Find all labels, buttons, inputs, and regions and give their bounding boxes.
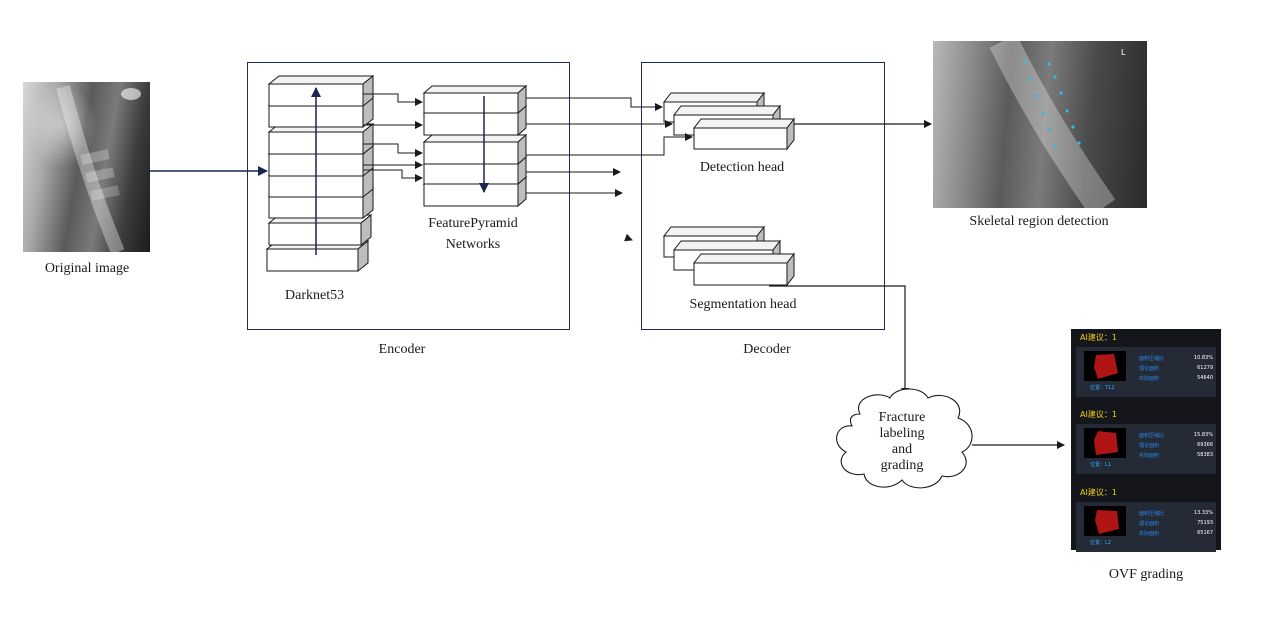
fpn-layer-stack: [422, 84, 528, 208]
metric-row: 理论面积 75193: [1139, 520, 1213, 530]
fpn-to-head-connectors: [526, 97, 693, 197]
ovf-card: 位置：L1 面积压缩比 15.83% 理论面积 69366 实际面积 58383: [1076, 424, 1216, 474]
ovf-grading-label: OVF grading: [1108, 567, 1184, 582]
segmentation-head-label: Segmentation head: [689, 297, 797, 312]
metric-value: 54640: [1197, 375, 1213, 381]
darknet-layer: [267, 122, 375, 156]
detection-head-layers: [662, 91, 796, 151]
vertebra-segmentation-thumbnail: [1084, 428, 1126, 458]
fpn-label-line1: FeaturePyramid: [428, 216, 518, 231]
ovf-section: AI建议：1 位置：L2 面积压缩比 13.33% 理论面积 75193 实际面积 6…: [1071, 484, 1221, 558]
metric-key: 面积压缩比: [1139, 511, 1165, 517]
ovf-section: AI建议：1 位置：L1 面积压缩比 15.83% 理论面积 69366 实际面积 5…: [1071, 406, 1221, 480]
darknet-layer-stack: [265, 74, 375, 273]
skeletal-detection-xray-image: L: [933, 41, 1147, 208]
metric-key: 实际面积: [1139, 453, 1160, 459]
cloud-text: Fracture labeling and grading: [850, 410, 954, 474]
metric-key: 实际面积: [1139, 531, 1160, 537]
cloud-line: and: [891, 442, 913, 457]
encoder-label: Encoder: [378, 342, 426, 357]
original-xray-image: [23, 82, 150, 252]
metric-value: 13.33%: [1193, 510, 1213, 516]
svg-text:L: L: [1121, 48, 1126, 57]
segmentation-head-layer: [692, 252, 796, 287]
metric-value: 75193: [1197, 520, 1213, 526]
vertebra-position: 位置：L2: [1090, 540, 1111, 546]
metric-row: 面积压缩比 15.83%: [1139, 432, 1213, 442]
metric-row: 面积压缩比 10.83%: [1139, 355, 1213, 365]
metric-key: 实际面积: [1139, 376, 1160, 382]
decoder-label: Decoder: [743, 342, 791, 357]
detection-head-label: Detection head: [699, 160, 785, 175]
fpn-layer: [422, 84, 528, 115]
vertebra-position: 位置：T12: [1090, 385, 1115, 391]
vertebra-segmentation-thumbnail: [1084, 351, 1126, 381]
encoder-box: [247, 62, 570, 330]
decoder-box: [641, 62, 885, 330]
metric-value: 10.83%: [1193, 355, 1213, 361]
ai-suggestion-header: AI建议：1: [1080, 488, 1117, 497]
cloud-line: Fracture: [878, 410, 926, 425]
darknet-to-fpn-connectors: [363, 93, 423, 182]
ovf-card: 位置：T12 面积压缩比 10.83% 理论面积 61279 实际面积 54640: [1076, 347, 1216, 397]
metric-row: 实际面积 54640: [1139, 375, 1213, 385]
metric-row: 实际面积 65167: [1139, 530, 1213, 540]
metrics-list: 面积压缩比 10.83% 理论面积 61279 实际面积 54640: [1139, 355, 1213, 385]
metric-row: 面积压缩比 13.33%: [1139, 510, 1213, 520]
metric-key: 理论面积: [1139, 521, 1160, 527]
metrics-list: 面积压缩比 15.83% 理论面积 69366 实际面积 58383: [1139, 432, 1213, 462]
metric-value: 65167: [1197, 530, 1213, 536]
metric-value: 15.83%: [1193, 432, 1213, 438]
detection-head-layer: [692, 117, 796, 151]
skeletal-detection-label: Skeletal region detection: [969, 214, 1109, 229]
darknet-label: Darknet53: [285, 288, 345, 303]
darknet-layer: [267, 213, 373, 247]
metrics-list: 面积压缩比 13.33% 理论面积 75193 实际面积 65167: [1139, 510, 1213, 540]
fpn-layer: [422, 133, 528, 166]
fpn-label-line2: Networks: [445, 237, 501, 252]
metric-row: 理论面积 61279: [1139, 365, 1213, 375]
metric-key: 面积压缩比: [1139, 433, 1165, 439]
segmentation-head-layers: [662, 225, 796, 287]
original-image-label: Original image: [44, 261, 130, 276]
fracture-grading-cloud: [836, 388, 973, 489]
metric-key: 理论面积: [1139, 443, 1160, 449]
ovf-card: 位置：L2 面积压缩比 13.33% 理论面积 75193 实际面积 65167: [1076, 502, 1216, 552]
metric-row: 实际面积 58383: [1139, 452, 1213, 462]
cloud-line: labeling: [879, 426, 925, 441]
ovf-grading-panel: AI建议：1 位置：T12 面积压缩比 10.83% 理论面积 61279 实际面积…: [1071, 329, 1221, 552]
segmentation-output-arrow: [769, 285, 909, 396]
metric-value: 61279: [1197, 365, 1213, 371]
metric-value: 58383: [1197, 452, 1213, 458]
metric-key: 面积压缩比: [1139, 356, 1165, 362]
metric-key: 理论面积: [1139, 366, 1160, 372]
darknet-layer: [267, 74, 375, 108]
cloud-line: grading: [880, 458, 924, 473]
ai-suggestion-header: AI建议：1: [1080, 333, 1117, 342]
ovf-section: AI建议：1 位置：T12 面积压缩比 10.83% 理论面积 61279 实际面积…: [1071, 329, 1221, 403]
vertebra-segmentation-thumbnail: [1084, 506, 1126, 536]
metric-value: 69366: [1197, 442, 1213, 448]
vertebra-position: 位置：L1: [1090, 462, 1111, 468]
metric-row: 理论面积 69366: [1139, 442, 1213, 452]
ai-suggestion-header: AI建议：1: [1080, 410, 1117, 419]
